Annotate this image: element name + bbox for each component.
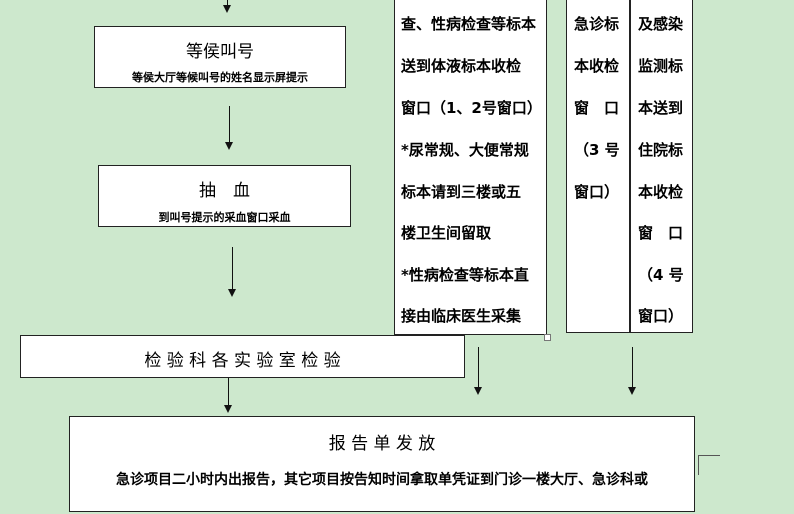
infection-line-8: 窗口） [638, 307, 684, 325]
arrow-wait-to-blood-head [225, 142, 233, 150]
connector-infection-to-report-line [632, 347, 633, 387]
bodyfluid-line-4: *尿常规、大便常规 [401, 141, 529, 159]
bodyfluid-line-7: *性病检查等标本直 [401, 266, 529, 284]
emergency-line-1: 急诊标 [574, 15, 620, 33]
corner-mark [698, 455, 720, 456]
infection-column-box: 及感染 监测标 本送到 住院标 本收检 窗 口 （4 号 窗口） [630, 0, 693, 333]
lab-step-box: 检 验 科 各 实 验 室 检 验 [20, 335, 465, 378]
connector-blood-to-lab-line [232, 247, 233, 289]
bodyfluid-column-box: 查、性病检查等标本 送到体液标本收检 窗口（1、2号窗口） *尿常规、大便常规 … [394, 0, 547, 335]
report-step-box: 报 告 单 发 放 急诊项目二小时内出报告，其它项目按告知时间拿取单凭证到门诊一… [69, 416, 695, 512]
connector-lab-to-report-line [228, 378, 229, 405]
emergency-column-box: 急诊标 本收检 窗 口 （3 号 窗口） [566, 0, 630, 333]
bodyfluid-line-8: 接由临床医生采集 [401, 307, 522, 325]
infection-line-7: （4 号 [638, 266, 684, 284]
bodyfluid-line-6: 楼卫生间留取 [401, 224, 492, 242]
resize-handle [544, 334, 551, 341]
arrow-lab-to-report-head [224, 405, 232, 413]
infection-line-5: 本收检 [638, 183, 684, 201]
corner-mark-vertical [698, 455, 699, 475]
bodyfluid-line-3: 窗口（1、2号窗口） [401, 99, 542, 117]
bodyfluid-line-1: 查、性病检查等标本 [401, 15, 537, 33]
wait-step-box: 等侯叫号 等侯大厅等候叫号的姓名显示屏提示 [94, 26, 346, 88]
infection-line-4: 住院标 [638, 141, 684, 159]
report-step-subtitle: 急诊项目二小时内出报告，其它项目按告知时间拿取单凭证到门诊一楼大厅、急诊科或 [116, 472, 648, 488]
wait-step-subtitle: 等侯大厅等候叫号的姓名显示屏提示 [132, 71, 308, 84]
connector-bodyfluid-to-report-line [478, 347, 479, 387]
emergency-line-4: （3 号 [574, 141, 620, 159]
report-step-title: 报 告 单 发 放 [328, 434, 436, 454]
emergency-line-2: 本收检 [574, 57, 620, 75]
blood-step-subtitle: 到叫号提示的采血窗口采血 [158, 211, 291, 224]
bodyfluid-line-2: 送到体液标本收检 [401, 57, 522, 75]
blood-step-box: 抽 血 到叫号提示的采血窗口采血 [98, 165, 351, 227]
blood-step-title: 抽 血 [199, 181, 250, 201]
emergency-line-3: 窗 口 [574, 99, 620, 117]
connector-top-line [227, 0, 228, 6]
connector-wait-to-blood-line [229, 106, 230, 142]
arrow-top-head [223, 5, 231, 13]
infection-line-2: 监测标 [638, 57, 684, 75]
infection-line-1: 及感染 [638, 15, 684, 33]
infection-line-3: 本送到 [638, 99, 684, 117]
arrow-infection-to-report-head [628, 387, 636, 395]
infection-line-6: 窗 口 [638, 224, 684, 242]
arrow-bodyfluid-to-report-head [474, 387, 482, 395]
wait-step-title: 等侯叫号 [186, 42, 254, 62]
emergency-line-5: 窗口） [574, 183, 620, 201]
arrow-blood-to-lab-head [228, 289, 236, 297]
bodyfluid-line-5: 标本请到三楼或五 [401, 183, 522, 201]
lab-step-title: 检 验 科 各 实 验 室 检 验 [144, 351, 341, 371]
